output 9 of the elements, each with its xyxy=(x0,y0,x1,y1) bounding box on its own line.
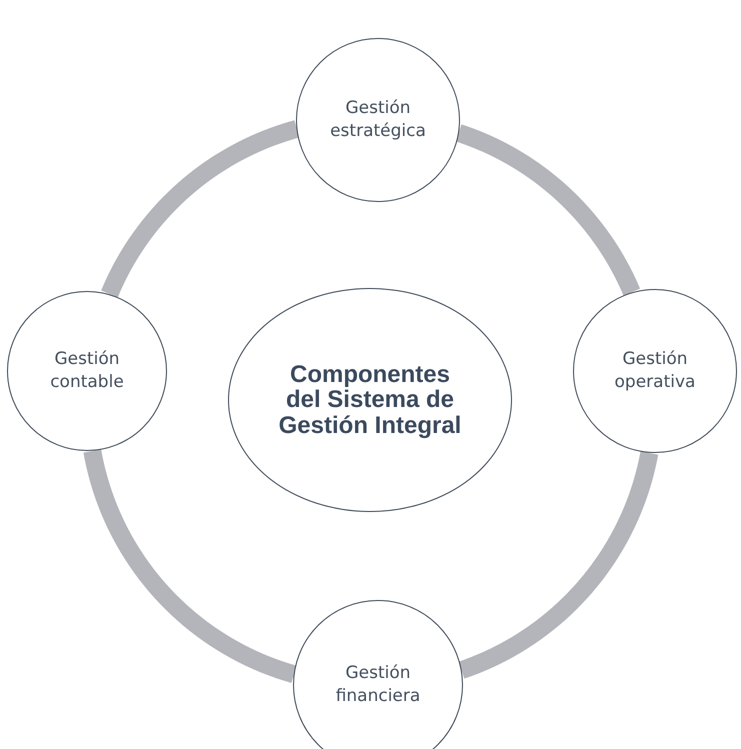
topic-label: Gestión contable xyxy=(49,348,125,394)
ring-connector xyxy=(83,449,297,683)
topic-label: Gestión financiera xyxy=(334,662,422,708)
ring-connector xyxy=(458,451,658,679)
topic-label: Gestión operativa xyxy=(614,348,696,394)
topic-label: Gestión estratégica xyxy=(329,97,427,143)
ring-connector xyxy=(455,124,640,296)
ring-connector xyxy=(101,120,300,298)
central-title: Componentes del Sistema de Gestión Integral xyxy=(278,362,462,438)
